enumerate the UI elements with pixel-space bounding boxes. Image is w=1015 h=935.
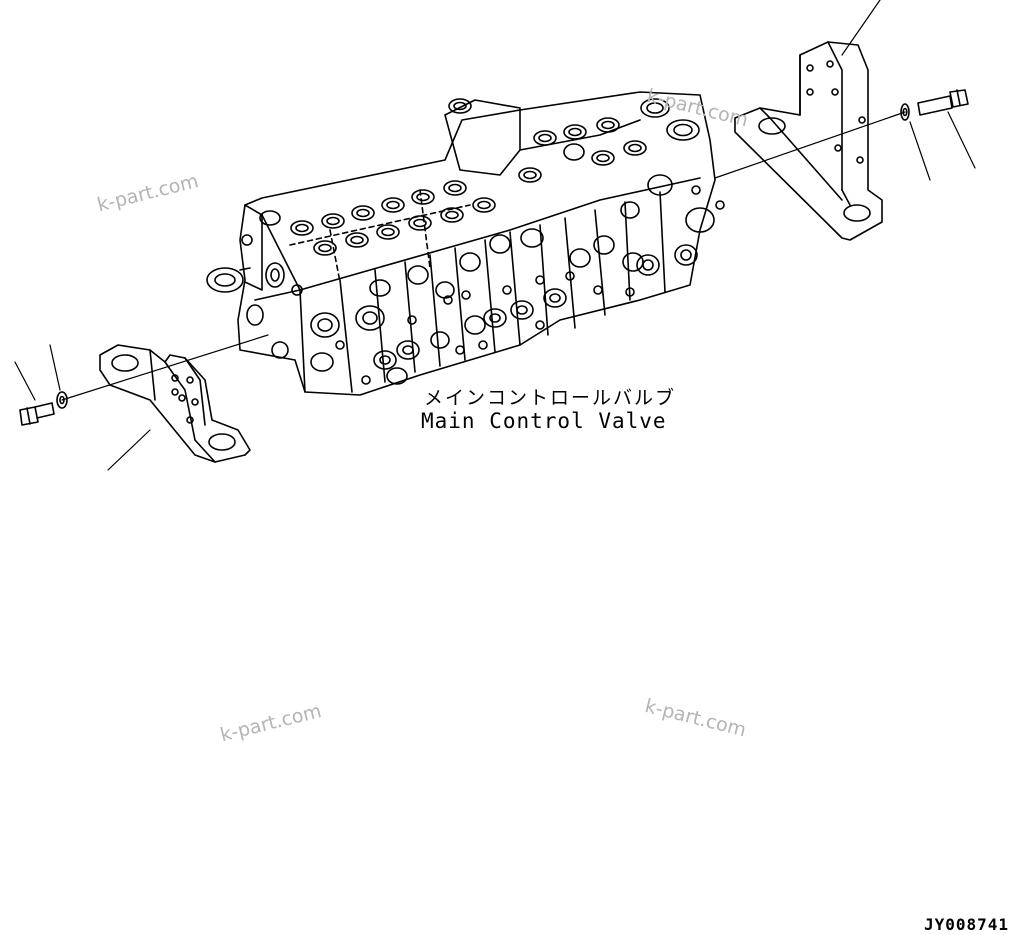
figure-code: JY008741 (923, 915, 1009, 934)
assembly-lines (61, 111, 906, 401)
left-bracket (99, 344, 251, 463)
front-ports (241, 174, 725, 385)
leader-lines (14, 0, 976, 471)
main-control-valve (237, 91, 716, 396)
bolt-right (917, 89, 969, 116)
washer-left (56, 391, 68, 409)
lifting-eye (206, 267, 251, 293)
right-bracket (734, 41, 883, 241)
top-ports (290, 98, 700, 256)
part-name-japanese: メインコントロールバルブ (424, 387, 677, 409)
bolt-left (19, 402, 55, 426)
part-name-english: Main Control Valve (421, 409, 667, 433)
